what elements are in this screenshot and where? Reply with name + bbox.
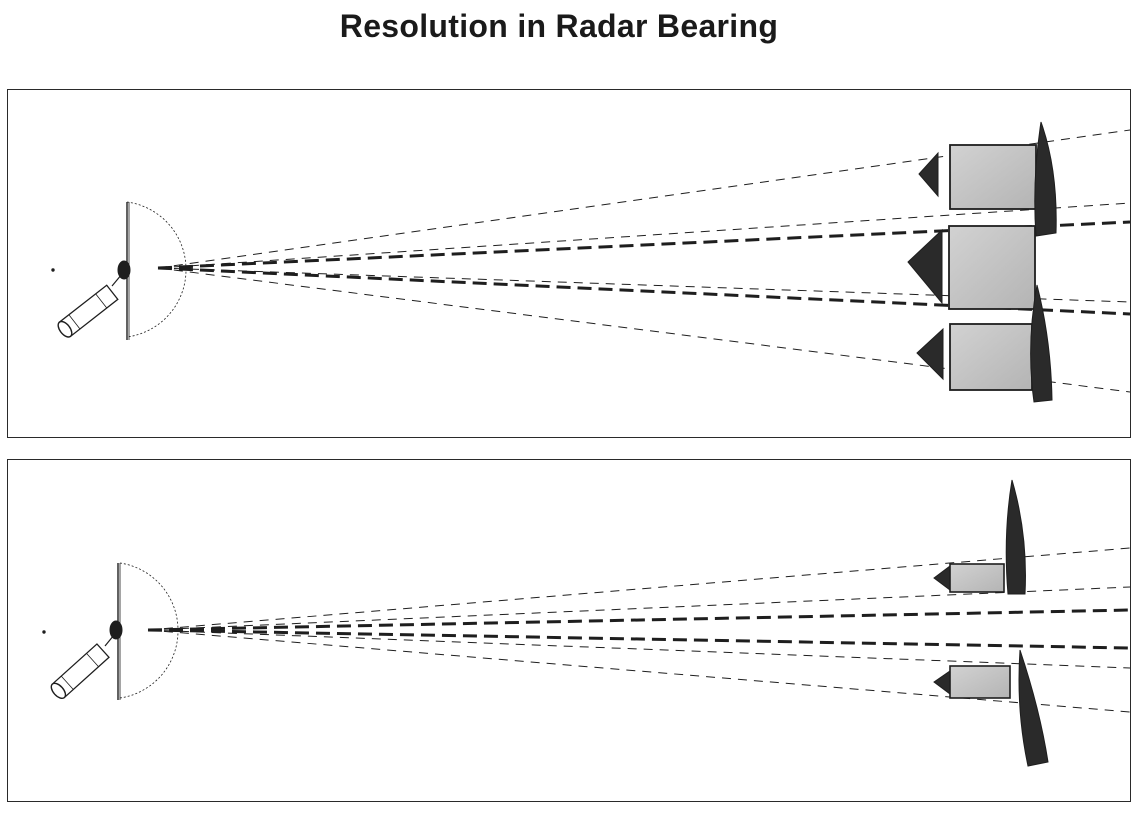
narrow-beam-diagram xyxy=(42,479,1130,767)
diagram-panel-wide-beam xyxy=(7,89,1131,438)
page-title: Resolution in Radar Bearing xyxy=(339,8,779,44)
target-ship-3 xyxy=(916,284,1053,403)
target-ship-2 xyxy=(907,225,1036,310)
diagram-panel-narrow-beam xyxy=(7,459,1131,802)
radar-antenna-icon xyxy=(51,201,187,340)
radar-antenna-icon xyxy=(42,562,179,700)
target-ship-1 xyxy=(933,479,1026,595)
target-ship-1 xyxy=(918,121,1057,237)
wide-beam-diagram xyxy=(51,121,1130,403)
target-ship-2 xyxy=(933,649,1049,767)
